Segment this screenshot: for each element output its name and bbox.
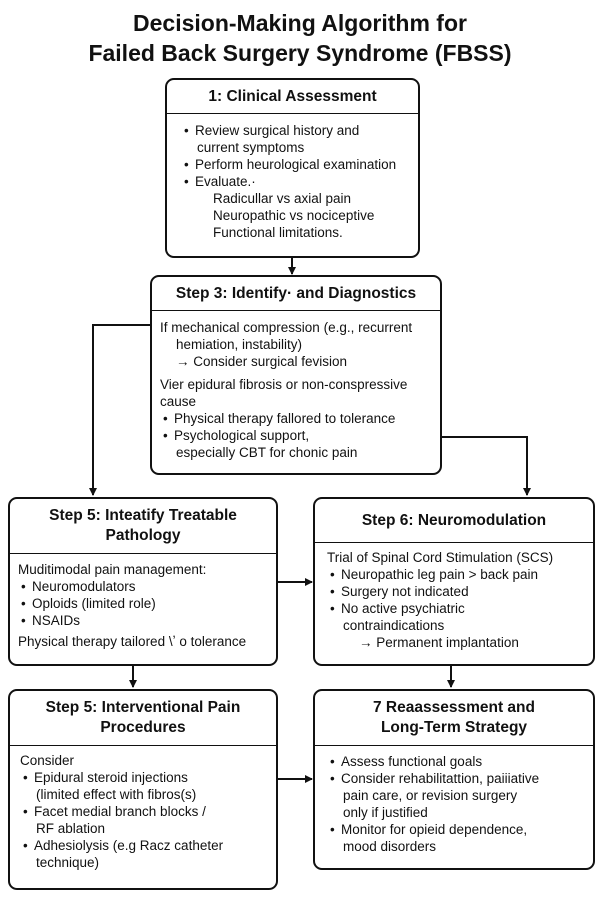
step3-box: Step 3: Identify· and Diagnostics If mec…: [150, 275, 442, 475]
step1-item: Evaluate.·: [181, 173, 408, 190]
step5b-item: Consider: [20, 753, 75, 768]
step5a-item: Muditimodal pain management:: [18, 562, 207, 577]
step3-item: hemiation, instability): [176, 337, 303, 352]
step6-item: contraindications: [343, 618, 445, 633]
step7-item: Consider rehabilitattion, paiiiative: [327, 770, 583, 787]
step3-item: → Consider surgical fevision: [176, 354, 348, 369]
step1-subitem: Functional limitations.: [213, 225, 343, 240]
step3-item: especially CBT for chonic pain: [176, 445, 358, 460]
step5a-item: Neuromodulators: [18, 578, 266, 595]
step6-box: Step 6: Neuromodulation Trial of Spinal …: [313, 497, 595, 666]
step5b-item: (limited effect with fibros(s): [36, 787, 197, 802]
step7-body: Assess functional goals Consider rehabil…: [315, 746, 593, 855]
step5b-item: Facet medial branch blocks /: [20, 803, 266, 820]
step5a-item: NSAIDs: [18, 612, 266, 629]
step5b-heading-line-1: Step 5: Interventional Pain: [45, 699, 241, 716]
step3-item: Psychological support,: [160, 427, 430, 444]
step1-box: 1: Clinical Assessment Review surgical h…: [165, 78, 420, 258]
step1-item: Review surgical history and: [181, 122, 408, 139]
step7-heading: 7 Reaassessment and Long-Term Strategy: [315, 691, 593, 746]
step5a-item: Oploids (limited role): [18, 595, 266, 612]
step1-item: Perform heurological examination: [181, 156, 408, 173]
step5a-heading-line-1: Step 5: Inteatify Treatable: [49, 507, 237, 524]
step1-body: Review surgical history and current symp…: [167, 114, 418, 241]
step3-item: Physical therapy fallored to tolerance: [160, 410, 430, 427]
step7-box: 7 Reaassessment and Long-Term Strategy A…: [313, 689, 595, 870]
step5a-box: Step 5: Inteatify Treatable Pathology Mu…: [8, 497, 278, 666]
step5b-body: Consider Epidural steroid injections (li…: [10, 746, 276, 871]
step5b-item: Epidural steroid injections: [20, 769, 266, 786]
diagram-title: Decision-Making Algorithm for Failed Bac…: [0, 8, 600, 68]
step5a-item: Physical therapy tailored \ʼ o tolerance: [18, 634, 247, 649]
step6-item: → Permanent implantation: [359, 635, 519, 650]
step6-body: Trial of Spinal Cord Stimulation (SCS) N…: [315, 543, 593, 651]
step5b-box: Step 5: Interventional Pain Procedures C…: [8, 689, 278, 890]
step7-heading-line-2: Long-Term Strategy: [380, 719, 528, 736]
step5b-heading-line-2: Procedures: [100, 719, 186, 736]
step5b-item: technique): [36, 855, 100, 870]
arrow-step3-to-step6: [442, 436, 531, 496]
step1-item: current symptoms: [197, 140, 305, 155]
step7-item: only if justified: [343, 805, 428, 820]
step5a-body: Muditimodal pain management: Neuromodula…: [10, 554, 276, 650]
step7-item: Monitor for opieid dependence,: [327, 821, 583, 838]
step6-item: Surgery not indicated: [327, 583, 583, 600]
step7-item: Assess functional goals: [327, 753, 583, 770]
step5a-heading: Step 5: Inteatify Treatable Pathology: [10, 499, 276, 554]
step7-heading-line-1: 7 Reaassessment and: [373, 699, 535, 716]
step1-subitem: Neuropathic vs nociceptive: [213, 208, 375, 223]
step3-heading: Step 3: Identify· and Diagnostics: [152, 277, 440, 311]
step6-item: Trial of Spinal Cord Stimulation (SCS): [327, 550, 554, 565]
step3-item: Vier epidural fibrosis or non-conspressi…: [160, 377, 408, 392]
step7-item: pain care, or revision surgery: [343, 788, 518, 803]
step6-heading: Step 6: Neuromodulation: [315, 499, 593, 543]
step5a-heading-line-2: Pathology: [105, 527, 181, 544]
step7-item: mood disorders: [343, 839, 437, 854]
arrow-step3-to-step5a: [89, 324, 150, 496]
step5b-heading: Step 5: Interventional Pain Procedures: [10, 691, 276, 746]
title-line-2: Failed Back Surgery Syndrome (FBSS): [88, 40, 512, 66]
step3-item: If mechanical compression (e.g., recurre…: [160, 320, 413, 335]
step3-item: cause: [160, 394, 197, 409]
step1-heading: 1: Clinical Assessment: [167, 80, 418, 114]
step6-item: No active psychiatric: [327, 600, 583, 617]
step5b-item: Adhesiolysis (e.g Racz catheter: [20, 837, 266, 854]
step1-subitem: Radicullar vs axial pain: [213, 191, 352, 206]
step6-item: Neuropathic leg pain > back pain: [327, 566, 583, 583]
step5b-item: RF ablation: [36, 821, 106, 836]
step3-body: If mechanical compression (e.g., recurre…: [152, 311, 440, 461]
title-line-1: Decision-Making Algorithm for: [133, 10, 467, 36]
